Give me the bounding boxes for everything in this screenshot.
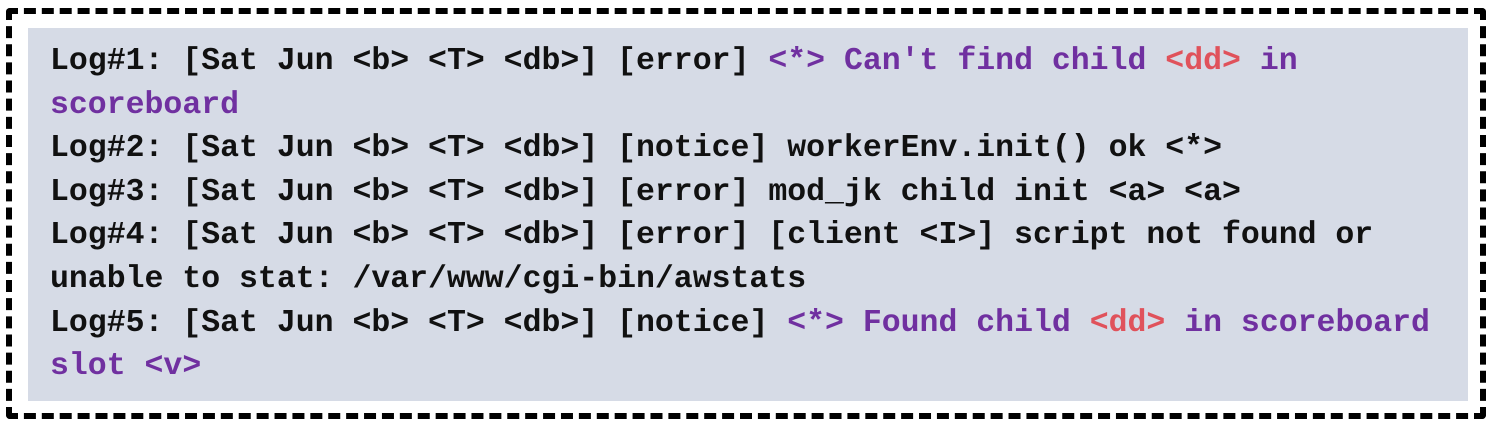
log-line-1: Log#1: [Sat Jun <b> <T> <db>] [error] <*…: [50, 40, 1454, 127]
log-1-highlight-tail: in scoreboard: [50, 44, 1317, 123]
log-5-text: Log#5: [Sat Jun <b> <T> <db>] [notice]: [50, 305, 788, 341]
log-panel: Log#1: [Sat Jun <b> <T> <db>] [error] <*…: [28, 28, 1468, 401]
log-5-highlight: <*> Found child: [787, 305, 1090, 341]
dashed-frame: Log#1: [Sat Jun <b> <T> <db>] [error] <*…: [6, 8, 1486, 419]
log-line-5: Log#5: [Sat Jun <b> <T> <db>] [notice] <…: [50, 302, 1454, 389]
log-1-highlight: <*> Can't find child: [768, 44, 1166, 79]
log-line-2: Log#2: [Sat Jun <b> <T> <db>] [notice] w…: [50, 127, 1454, 171]
log-5-variable: <dd>: [1089, 305, 1166, 341]
log-1-variable: <dd>: [1165, 44, 1241, 79]
log-3-text: Log#3: [Sat Jun <b> <T> <db>] [error] mo…: [50, 174, 1241, 210]
log-1-text: Log#1: [Sat Jun <b> <T> <db>] [error]: [50, 44, 769, 79]
log-line-3: Log#3: [Sat Jun <b> <T> <db>] [error] mo…: [50, 171, 1454, 215]
log-5-highlight-tail: in scoreboard slot <v>: [50, 305, 1449, 385]
log-4-text: Log#4: [Sat Jun <b> <T> <db>] [error] [c…: [50, 218, 1393, 297]
log-2-text: Log#2: [Sat Jun <b> <T> <db>] [notice] w…: [50, 131, 1222, 167]
log-line-4: Log#4: [Sat Jun <b> <T> <db>] [error] [c…: [50, 214, 1454, 301]
